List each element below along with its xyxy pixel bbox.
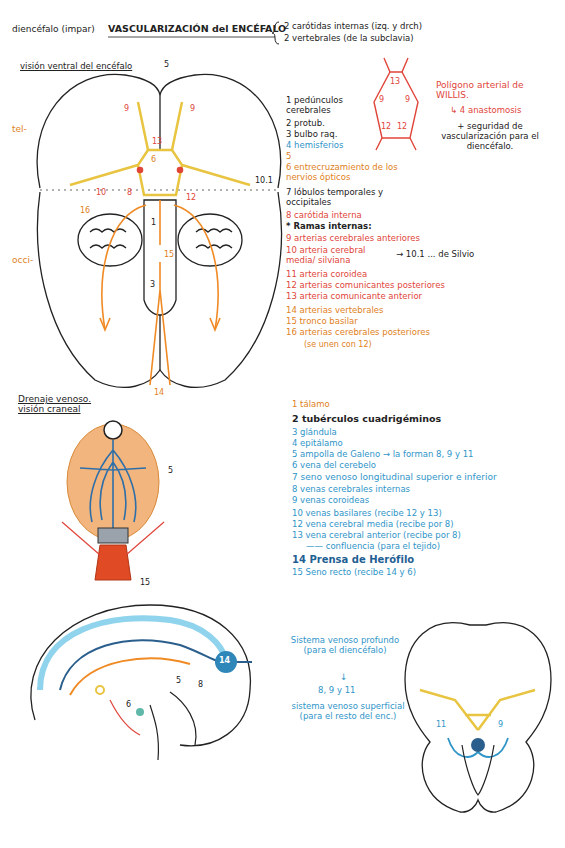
callout-number: 11 xyxy=(436,720,446,729)
text-label: 4 epitálamo xyxy=(292,439,343,449)
text-label: 7 seno venoso longitudinal superior e in… xyxy=(292,472,497,482)
callout-number: 12 xyxy=(186,193,196,202)
text-label: 5 ampolla de Galeno → la forman 8, 9 y 1… xyxy=(292,450,474,460)
callout-number: 5 xyxy=(164,60,169,69)
text-label: 12 arterias comunicantes posteriores xyxy=(286,281,445,291)
callout-number: 14 xyxy=(154,388,164,397)
callout-number: 13 xyxy=(152,137,162,146)
callout-number: 5 xyxy=(168,466,173,475)
sagittal-brain xyxy=(31,605,252,760)
text-label: 11 arteria coroidea xyxy=(286,270,367,280)
text-label: —— confluencia (para el tejido) xyxy=(306,542,440,552)
text-label: ↓ xyxy=(340,672,348,682)
venous-cranial xyxy=(62,421,164,580)
callout-number: 9 xyxy=(405,95,410,104)
text-label: 6 entrecruzamiento de los nervios óptico… xyxy=(286,163,404,183)
text-label: 2 tubérculos cuadrigéminos xyxy=(292,414,441,425)
callout-number: 9 xyxy=(379,95,384,104)
ventral-brain-small xyxy=(405,623,551,812)
diagram-title: VASCULARIZACIÓN del ENCÉFALO xyxy=(108,24,286,35)
text-label: 10 venas basilares (recibe 12 y 13) xyxy=(292,509,442,519)
arteries xyxy=(70,102,250,385)
text-label: 14 arterias vertebrales xyxy=(286,306,383,316)
callout-number: 10.1 xyxy=(255,176,273,185)
callout-number: 9 xyxy=(498,720,503,729)
text-label: 3 bulbo raq. xyxy=(286,130,337,140)
text-label: 2 protub. xyxy=(286,119,325,129)
text-label: 12 vena cerebral media (recibe por 8) xyxy=(292,520,454,530)
text-label: 16 arterias cerebrales posteriores xyxy=(286,328,430,338)
title-underline xyxy=(108,37,275,38)
callout-number: 3 xyxy=(150,280,155,289)
text-label: sistema venoso superficial (para el rest… xyxy=(290,702,406,722)
text-label: 3 glándula xyxy=(292,428,337,438)
callout-number: 5 xyxy=(286,152,291,162)
callout-number: 1 xyxy=(151,218,156,227)
text-label: 13 vena cerebral anterior (recibe por 8) xyxy=(292,531,461,541)
callout-number: 9 xyxy=(124,104,129,113)
text-label: 1 pedúnculos cerebrales xyxy=(286,96,376,116)
text-label: 9 arterias cerebrales anteriores xyxy=(286,234,420,244)
text-label: 15 tronco basilar xyxy=(286,317,358,327)
callout-number: 12 xyxy=(397,122,407,131)
callout-number: 6 xyxy=(126,700,131,709)
text-label: * Ramas internas: xyxy=(286,222,372,232)
callout-number: 15 xyxy=(140,578,150,587)
callout-number: 13 xyxy=(390,77,400,86)
text-label: diencéfalo (impar) xyxy=(12,24,95,34)
text-label: tel- xyxy=(12,124,27,134)
willis-polygon xyxy=(374,58,418,150)
text-label: → 10.1 ... de Silvio xyxy=(396,250,474,260)
text-label: occi- xyxy=(12,255,33,265)
text-label: ↳ 4 anastomosis xyxy=(450,106,521,116)
text-label: 14 Prensa de Herófilo xyxy=(292,554,414,566)
text-label: + seguridad de vascularización para el d… xyxy=(430,122,550,151)
callout-number: 12 xyxy=(381,122,391,131)
text-label: 2 vertebrales (de la subclavia) xyxy=(284,34,414,44)
text-label: 6 vena del cerebelo xyxy=(292,461,376,471)
ventral-brain xyxy=(37,74,281,387)
callout-number: 15 xyxy=(164,250,174,259)
text-label: visión ventral del encéfalo xyxy=(20,62,132,72)
text-label: 7 lóbulos temporales y occipitales xyxy=(286,188,396,208)
text-label: Polígono arterial de WILLIS. xyxy=(436,80,546,101)
text-label: Drenaje venoso. visión craneal xyxy=(18,394,118,415)
text-label: Sistema venoso profundo (para el diencéf… xyxy=(290,636,400,656)
text-label: 2 carótidas internas (izq. y drch) xyxy=(284,22,422,32)
callout-number: 14 xyxy=(219,656,230,665)
callout-number: 6 xyxy=(151,155,156,164)
text-label: 9 venas coroideas xyxy=(292,496,369,506)
callout-number: 8 xyxy=(198,680,203,689)
text-label: 13 arteria comunicante anterior xyxy=(286,292,422,302)
callout-number: 10 xyxy=(96,188,106,197)
text-label: 1 tálamo xyxy=(292,400,330,410)
text-label: 10 arteria cerebral media/ silviana xyxy=(286,246,386,266)
text-label: 15 Seno recto (recibe 14 y 6) xyxy=(292,568,416,578)
text-label: (se unen con 12) xyxy=(304,340,372,349)
text-label: 8, 9 y 11 xyxy=(318,686,355,696)
callout-number: 5 xyxy=(176,676,181,685)
text-label: 4 hemisferios xyxy=(286,141,344,151)
text-label: 8 carótida interna xyxy=(286,211,362,221)
text-label: 8 venas cerebrales internas xyxy=(292,485,410,495)
callout-number: 8 xyxy=(127,188,132,197)
callout-number: 9 xyxy=(190,104,195,113)
callout-number: 16 xyxy=(80,206,90,215)
